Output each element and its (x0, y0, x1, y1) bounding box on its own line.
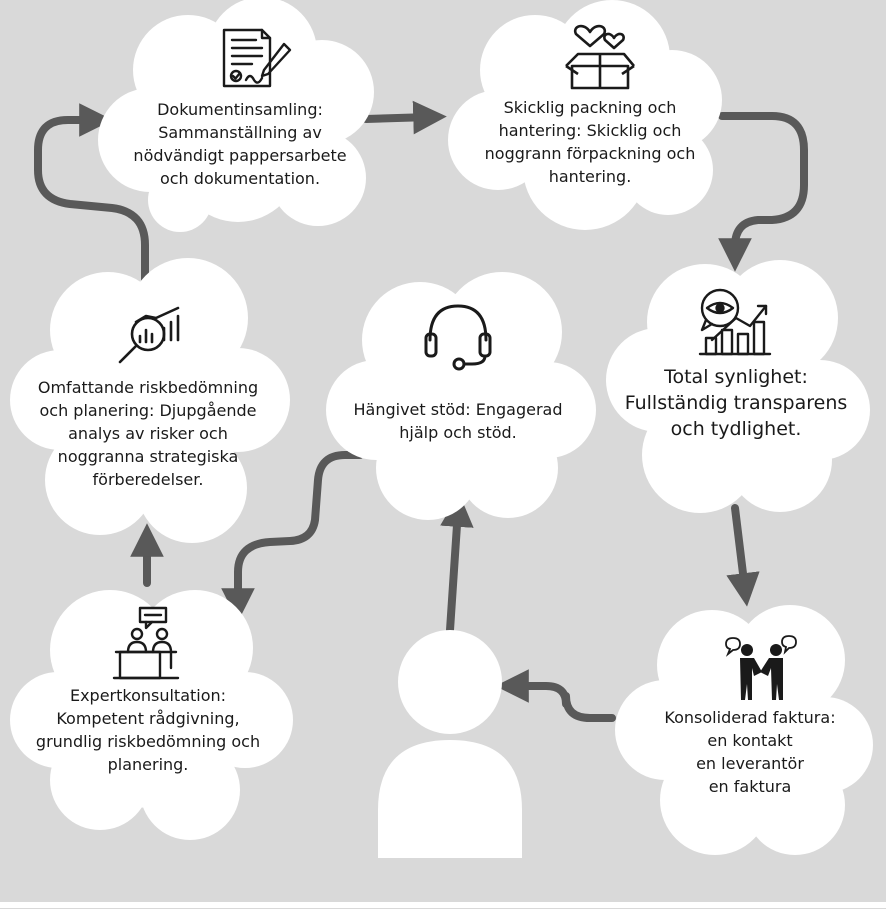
arrow-stod-to-konsultation (221, 451, 364, 622)
cloud-dokument (98, 0, 374, 232)
box-with-hearts-icon (565, 24, 635, 90)
arrow-risk-to-dokument (34, 103, 149, 284)
node-label-konsultation: Expertkonsultation: Kompetent rådgivning… (35, 686, 261, 774)
person-icon (378, 630, 522, 858)
document-signing-icon (222, 28, 292, 88)
arrow-faktura-to-person (495, 669, 616, 722)
arrow-dokument-to-packning (362, 100, 447, 135)
consultation-icon (112, 606, 180, 680)
node-label-packning: Skicklig packning och hantering: Skickli… (484, 98, 696, 186)
cloud-konsultation (10, 590, 293, 840)
cloud-synlighet (606, 260, 870, 513)
magnifier-chart-icon (118, 306, 180, 364)
cloud-stod (326, 272, 596, 520)
node-label-stod: Hängivet stöd: Engagerad hjälp och stöd. (353, 400, 563, 442)
headset-icon (424, 304, 492, 371)
cloud-risk (10, 258, 290, 543)
arrow-person-to-stod (440, 493, 474, 634)
cloud-faktura (615, 605, 873, 855)
node-label-dokument: Dokumentinsamling: Sammanställning av nö… (133, 100, 347, 188)
eye-chart-icon (698, 288, 772, 356)
cloud-packning (448, 0, 722, 230)
node-label-risk: Omfattande riskbedömning och planering: … (37, 378, 259, 489)
arrow-synlighet-to-faktura (726, 504, 760, 607)
node-label-faktura: Konsoliderad faktura: en kontakt en leve… (664, 708, 836, 796)
handshake-icon (725, 635, 797, 700)
node-label-synlighet: Total synlighet: Fullständig transparens… (624, 366, 848, 440)
arrow-packning-to-synlighet (718, 112, 808, 272)
